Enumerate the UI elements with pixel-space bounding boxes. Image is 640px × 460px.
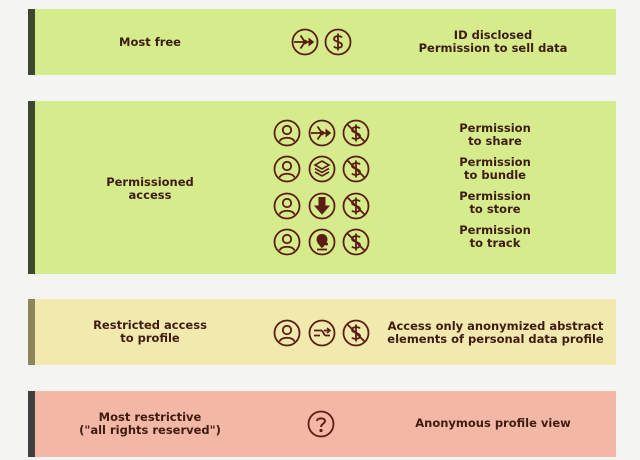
tier-accent-bar xyxy=(28,299,35,365)
tier-label: Restricted access to profile xyxy=(60,319,240,345)
tier-accent-bar xyxy=(28,391,35,457)
tier-panel xyxy=(35,391,616,457)
description-line: to store xyxy=(469,202,521,216)
no-dollar-icon xyxy=(342,119,370,147)
description-line: Permission xyxy=(459,121,531,135)
permission-bundle: Permission to bundle xyxy=(440,156,550,182)
label-line: access xyxy=(128,188,172,202)
person-icon xyxy=(273,319,301,347)
question-icon xyxy=(307,410,335,438)
permission-store: Permission to store xyxy=(440,190,550,216)
person-icon xyxy=(273,155,301,183)
no-dollar-icon xyxy=(342,228,370,256)
person-icon xyxy=(273,119,301,147)
label-line: ("all rights reserved") xyxy=(79,423,221,437)
description-line: to share xyxy=(468,134,522,148)
permission-track: Permission to track xyxy=(440,224,550,250)
tier-label: Most free xyxy=(119,35,181,49)
description-line: elements of personal data profile xyxy=(387,332,604,346)
tier-description: ID disclosed Permission to sell data xyxy=(388,29,598,55)
description-line: Permission xyxy=(459,189,531,203)
bundle-icon xyxy=(308,155,336,183)
track-icon xyxy=(308,228,336,256)
description-line: Permission xyxy=(459,223,531,237)
description-line: Access only anonymized abstract xyxy=(387,319,604,333)
store-icon xyxy=(308,192,336,220)
tier-label: Most restrictive ("all rights reserved") xyxy=(60,411,240,437)
tier-restricted-access: Restricted access to profile Access only… xyxy=(28,299,616,365)
tier-most-free: Most free ID disclosed Permission to sel… xyxy=(28,9,616,75)
anonymize-icon xyxy=(308,319,336,347)
tier-accent-bar xyxy=(28,9,35,75)
person-icon xyxy=(273,192,301,220)
person-icon xyxy=(273,228,301,256)
tier-most-restrictive: Most restrictive ("all rights reserved")… xyxy=(28,391,616,457)
no-dollar-icon xyxy=(342,155,370,183)
description-line: Permission xyxy=(459,155,531,169)
dollar-icon xyxy=(324,28,352,56)
description-line: Permission to sell data xyxy=(418,41,568,55)
tier-description: Access only anonymized abstract elements… xyxy=(383,320,608,346)
label-line: Restricted access xyxy=(93,318,207,332)
no-dollar-icon xyxy=(342,192,370,220)
label-line: Most restrictive xyxy=(98,410,202,424)
description-line: to track xyxy=(469,236,521,250)
permission-share: Permission to share xyxy=(440,122,550,148)
tier-permissioned-access: Permissioned access Permission to share … xyxy=(28,101,616,274)
tier-label: Permissioned access xyxy=(60,176,240,202)
label-line: to profile xyxy=(120,331,180,345)
tier-panel xyxy=(35,299,616,365)
description-line: to bundle xyxy=(464,168,526,182)
description-line: ID disclosed xyxy=(453,28,533,42)
description-line: Anonymous profile view xyxy=(415,416,571,430)
share-icon xyxy=(291,28,319,56)
tier-accent-bar xyxy=(28,101,35,274)
share-icon xyxy=(308,119,336,147)
tier-description: Anonymous profile view xyxy=(398,417,588,430)
label-line: Permissioned xyxy=(106,175,194,189)
no-dollar-icon xyxy=(342,319,370,347)
